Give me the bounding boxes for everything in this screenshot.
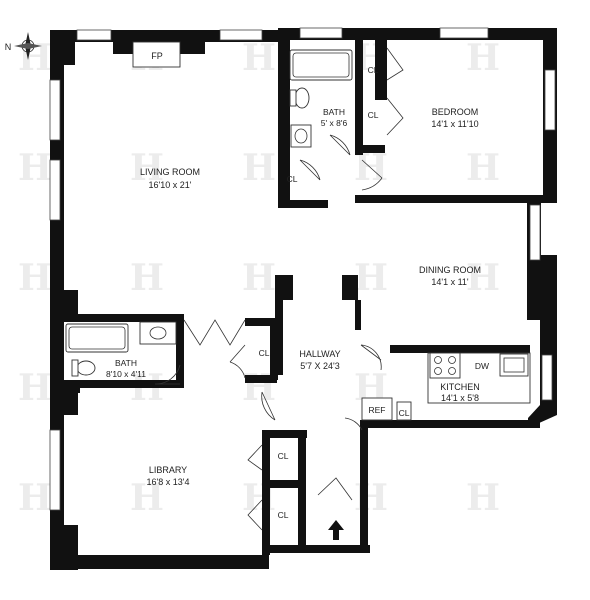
closet-label: CL	[278, 510, 289, 520]
svg-text:H: H	[18, 477, 52, 519]
kitchen-closet	[396, 401, 412, 421]
bath-left-name: BATH	[115, 358, 137, 368]
bath-top-size: 5' x 8'6	[321, 118, 348, 128]
closet-label: CL	[278, 451, 289, 461]
svg-text:H: H	[466, 477, 500, 519]
svg-text:H: H	[354, 257, 388, 299]
door	[261, 391, 276, 421]
door	[329, 134, 351, 156]
closet-label: CL	[259, 348, 270, 358]
living-room-name: LIVING ROOM	[140, 167, 200, 177]
fixtures	[65, 41, 531, 421]
toilet	[76, 360, 96, 376]
kitchen-sink	[499, 353, 529, 377]
bedroom-size: 14'1 x 11'10	[431, 119, 478, 129]
hallway-size: 5'7 X 24'3	[300, 361, 339, 371]
door	[247, 444, 263, 471]
svg-text:H: H	[466, 147, 500, 189]
window	[49, 79, 61, 141]
dishwasher-label: DW	[475, 361, 489, 371]
window	[76, 29, 112, 41]
bath-left-size: 8'10 x 4'11	[106, 369, 146, 379]
dining-room-name: DINING ROOM	[419, 265, 481, 275]
compass-label: N	[5, 42, 12, 52]
door	[344, 417, 363, 431]
fireplace-label: FP	[151, 51, 163, 61]
closet-label: CL	[287, 174, 298, 184]
door	[154, 364, 181, 385]
svg-text:H: H	[18, 147, 52, 189]
svg-text:H: H	[242, 37, 276, 79]
svg-text:H: H	[466, 37, 500, 79]
window	[299, 27, 343, 39]
entry-arrow-icon	[328, 520, 344, 540]
door	[361, 159, 383, 191]
refrigerator	[361, 397, 393, 421]
dining-room-size: 14'1 x 11'	[431, 277, 469, 287]
bathtub	[65, 323, 129, 353]
doors	[154, 47, 404, 531]
double-door	[183, 319, 246, 346]
svg-text:H: H	[130, 257, 164, 299]
hallway-name: HALLWAY	[299, 349, 340, 359]
door	[386, 47, 404, 81]
library-name: LIBRARY	[149, 465, 187, 475]
labels: FP LIVING ROOM 16'10 x 21' BATH 5' x 8'6…	[106, 51, 489, 520]
window	[49, 429, 61, 511]
sink	[290, 124, 312, 148]
window	[541, 354, 553, 401]
refrigerator-label: REF	[369, 405, 386, 415]
closet-label: CL	[368, 110, 379, 120]
svg-text:H: H	[354, 477, 388, 519]
compass-rose-icon: N	[5, 32, 42, 60]
sink	[139, 321, 177, 345]
closet-label: CL	[368, 65, 379, 75]
svg-text:H: H	[242, 147, 276, 189]
svg-text:H: H	[242, 257, 276, 299]
window	[529, 204, 541, 261]
windows	[49, 27, 556, 511]
closet-label: CL	[399, 408, 410, 418]
svg-text:H: H	[130, 147, 164, 189]
svg-text:H: H	[18, 257, 52, 299]
toilet	[294, 87, 310, 109]
bathtub	[289, 49, 353, 81]
svg-text:H: H	[130, 477, 164, 519]
window	[49, 159, 61, 221]
entry-door	[317, 477, 353, 501]
door	[299, 159, 321, 181]
bedroom-name: BEDROOM	[432, 107, 479, 117]
window	[439, 27, 489, 39]
living-room-size: 16'10 x 21'	[149, 180, 192, 190]
window	[544, 69, 556, 131]
fireplace	[132, 41, 181, 68]
door	[386, 97, 404, 136]
kitchen-name: KITCHEN	[440, 382, 480, 392]
door	[229, 344, 246, 379]
bath-top-name: BATH	[323, 107, 345, 117]
door	[360, 344, 382, 371]
library-size: 16'8 x 13'4	[147, 477, 190, 487]
door	[247, 499, 263, 531]
window	[219, 29, 263, 41]
svg-text:H: H	[18, 367, 52, 409]
stove	[429, 352, 461, 379]
kitchen-size: 14'1 x 5'8	[441, 393, 479, 403]
svg-text:H: H	[466, 257, 500, 299]
